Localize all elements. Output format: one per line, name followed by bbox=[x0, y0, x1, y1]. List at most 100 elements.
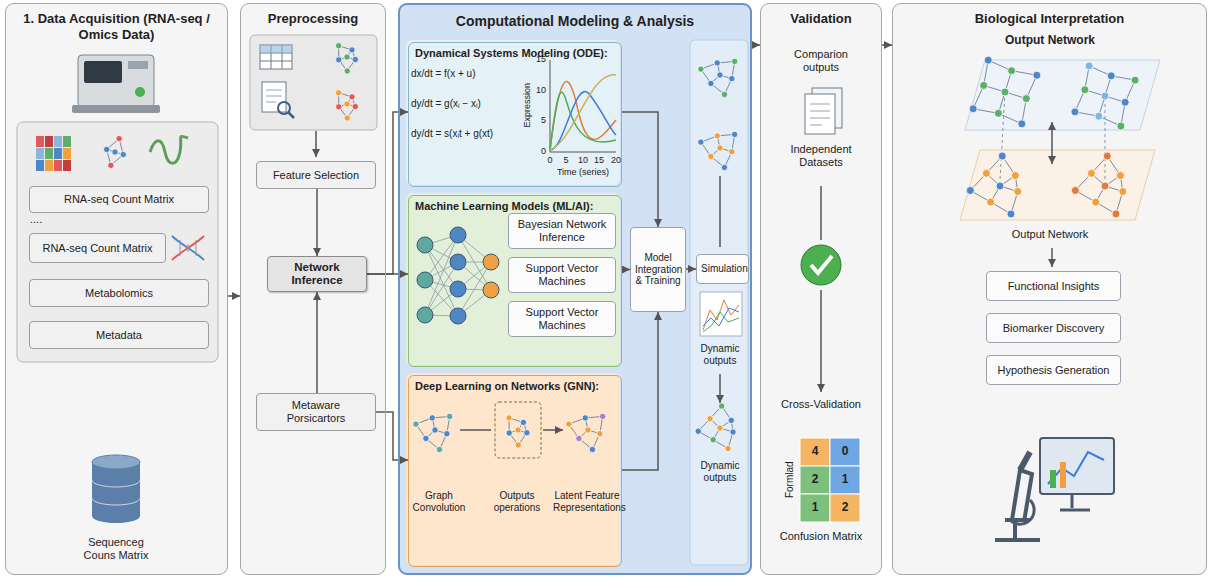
network-icon bbox=[969, 56, 1041, 128]
network-dot bbox=[506, 415, 512, 421]
network-dot bbox=[1095, 112, 1103, 120]
network-dot bbox=[982, 169, 990, 177]
network-dot bbox=[524, 430, 530, 436]
network-dot bbox=[721, 91, 727, 97]
network-dot bbox=[1014, 187, 1022, 195]
panel-fill bbox=[892, 3, 1207, 575]
diagram-label: dy/dt = g(xᵢ − xᵢ) bbox=[411, 98, 523, 110]
process-box: Model Integration & Training bbox=[630, 227, 686, 312]
connector-arrow bbox=[367, 273, 408, 275]
protein-icon bbox=[150, 136, 188, 163]
diagram-label: Output Network bbox=[950, 34, 1150, 48]
network-dot bbox=[112, 149, 118, 155]
network-dot bbox=[707, 416, 713, 422]
network-dot bbox=[349, 47, 355, 53]
process-box: Metabolomics bbox=[29, 279, 209, 307]
connector-arrow bbox=[376, 412, 408, 460]
network-dot bbox=[708, 153, 714, 159]
network-dot bbox=[725, 445, 731, 451]
network-dot bbox=[730, 429, 736, 435]
neuron bbox=[417, 237, 433, 253]
network-dot bbox=[1071, 186, 1079, 194]
network-icons bbox=[36, 43, 1139, 453]
process-box: RNA-seq Count Matrix bbox=[29, 186, 209, 213]
network-dot bbox=[1119, 187, 1127, 195]
panel-fills bbox=[5, 3, 1207, 575]
heat-cell bbox=[63, 160, 71, 171]
network-dot bbox=[432, 427, 438, 433]
heat-cell bbox=[36, 148, 44, 159]
diagram-label: 10 bbox=[528, 85, 546, 95]
node-text: Bayesian Network Inference bbox=[513, 218, 611, 243]
neuron bbox=[450, 227, 466, 243]
network-dot bbox=[1117, 122, 1125, 130]
diagram-label: Graph Convolution bbox=[403, 490, 475, 513]
node-text: Biomarker Discovery bbox=[991, 322, 1116, 335]
preprocessing-icons bbox=[250, 35, 377, 157]
heat-cell bbox=[36, 160, 44, 171]
node-text: Computational Modeling & Analysis bbox=[400, 5, 750, 29]
panel-fill bbox=[398, 3, 752, 575]
node-text: RNA-seq Count Matrix bbox=[34, 242, 161, 255]
diagram-label: Dynamic outputs bbox=[692, 343, 748, 366]
network-icon bbox=[698, 131, 738, 170]
network-dot bbox=[1101, 92, 1109, 100]
model-box: Dynamical Systems Modeling (ODE): bbox=[408, 42, 622, 187]
connector-arrow bbox=[622, 312, 658, 470]
diagram-label: 5 bbox=[528, 115, 546, 125]
node-text: Functional Insights bbox=[991, 280, 1116, 293]
connector-arrow bbox=[622, 269, 630, 271]
neuron bbox=[483, 254, 499, 270]
network-dot bbox=[344, 54, 350, 60]
network-dot bbox=[717, 72, 723, 78]
node-text: Metabolomics bbox=[34, 287, 204, 300]
node-text: Support Vector Machines bbox=[513, 262, 611, 287]
network-dot bbox=[1116, 172, 1124, 180]
stage-panel: Validation bbox=[760, 3, 882, 575]
connector-arrow bbox=[367, 112, 408, 274]
heat-cell bbox=[63, 136, 71, 147]
network-dot bbox=[1081, 86, 1089, 94]
panel-fill bbox=[406, 193, 620, 365]
data-container bbox=[17, 122, 218, 362]
network-dot bbox=[717, 145, 723, 151]
network-dot bbox=[335, 43, 341, 49]
diagram-label: 10 bbox=[575, 155, 591, 165]
diagram-label: Confusion Matrix bbox=[766, 530, 876, 543]
network-dot bbox=[718, 403, 724, 409]
network-dot bbox=[349, 94, 355, 100]
network-dot bbox=[984, 56, 992, 64]
diagram-label: 0 bbox=[830, 445, 860, 459]
network-dot bbox=[352, 103, 358, 109]
connector-arrow bbox=[228, 295, 240, 297]
process-box: Network Inference bbox=[267, 256, 367, 292]
node-text: 1. Data Acquisition (RNA-seq / Omics Dat… bbox=[6, 4, 227, 42]
node-text: Hypothesis Generation bbox=[991, 364, 1116, 377]
neuron bbox=[483, 282, 499, 298]
network-dot bbox=[515, 427, 521, 433]
network-dot bbox=[980, 81, 988, 89]
process-box: Support Vector Machines bbox=[508, 257, 616, 293]
diagram-label: Outputs operations bbox=[481, 490, 553, 513]
network-dot bbox=[729, 148, 735, 154]
network-dot bbox=[599, 413, 605, 419]
gnn-flow bbox=[460, 402, 563, 458]
neuron bbox=[417, 307, 433, 323]
confusion-matrix bbox=[800, 438, 860, 522]
panel-fill bbox=[760, 3, 882, 575]
network-dot bbox=[436, 446, 442, 452]
network-dot bbox=[1022, 95, 1030, 103]
diagram-label: dy/dt = s(xᵢt + g(xt) bbox=[411, 128, 523, 140]
panel-fill bbox=[406, 40, 620, 185]
panel-fill bbox=[406, 373, 620, 565]
network-dot bbox=[1092, 198, 1100, 206]
network-dot bbox=[710, 437, 716, 443]
diagram-label: Expression bbox=[522, 75, 532, 135]
diagram-label: 2 bbox=[830, 501, 860, 515]
network-icon bbox=[566, 413, 606, 452]
node-text: Biological Interpretation bbox=[893, 4, 1206, 27]
network-dot bbox=[1018, 120, 1026, 128]
connector-arrow bbox=[316, 292, 318, 393]
node-text: Validation bbox=[761, 4, 881, 27]
network-dot bbox=[352, 56, 358, 62]
